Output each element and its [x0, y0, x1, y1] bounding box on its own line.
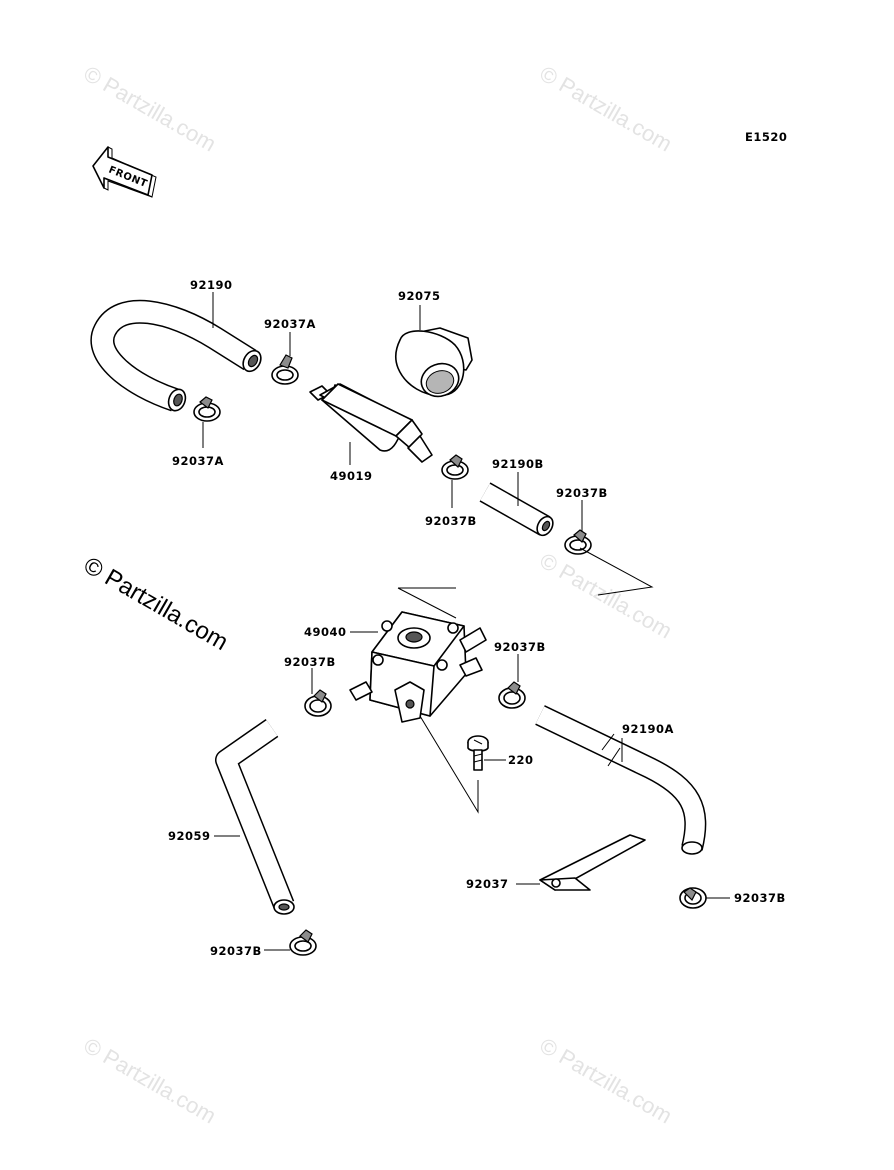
hose-92190-icon: [90, 299, 262, 412]
label-92037b-filter: 92037B: [425, 514, 477, 528]
bracket-92037-icon: [539, 834, 646, 891]
holder-92075-icon: [395, 327, 473, 398]
label-92190: 92190: [190, 278, 233, 292]
label-92190b: 92190B: [492, 457, 544, 471]
label-92037b-hose: 92037B: [556, 486, 608, 500]
clamp-92037b-bottom-right-icon: [679, 887, 707, 909]
watermark-top-right: © Partzilla.com: [536, 61, 677, 157]
diagram-code: E1520: [745, 130, 787, 144]
watermark-main: © Partzilla.com: [79, 552, 233, 656]
label-92037b-bottom-left: 92037B: [210, 944, 262, 958]
hose-92190b-icon: [479, 482, 554, 537]
label-49019: 49019: [330, 469, 373, 483]
hose-92190a-icon: [535, 705, 707, 855]
label-92037b-pump-right: 92037B: [494, 640, 546, 654]
label-92059: 92059: [168, 829, 211, 843]
watermark-group: © Partzilla.com © Partzilla.com © Partzi…: [80, 61, 677, 1129]
clamp-92037a-top-icon: [271, 354, 299, 385]
clamp-92037b-pump-left-icon: [304, 689, 332, 717]
clamp-92037b-pump-right-icon: [498, 681, 526, 709]
fuel-pump-49040-icon: [349, 611, 487, 723]
front-arrow-icon: FRONT: [92, 146, 157, 198]
label-49040: 49040: [304, 625, 347, 639]
watermark-top-left: © Partzilla.com: [80, 61, 221, 157]
label-92037a-top: 92037A: [264, 317, 316, 331]
clamp-92037b-hose-icon: [564, 529, 592, 555]
label-92037a-bottom: 92037A: [172, 454, 224, 468]
label-220: 220: [508, 753, 534, 767]
watermark-bottom-right: © Partzilla.com: [536, 1033, 677, 1129]
hose-92059-icon: [215, 718, 295, 915]
watermark-bottom-left: © Partzilla.com: [80, 1033, 221, 1129]
label-92037: 92037: [466, 877, 509, 891]
screw-220-icon: [467, 735, 489, 771]
fuel-filter-49019-icon: [309, 383, 433, 463]
clamp-92037a-bottom-icon: [193, 396, 221, 422]
label-92075: 92075: [398, 289, 441, 303]
label-92190a: 92190A: [622, 722, 674, 736]
label-92037b-pump-left: 92037B: [284, 655, 336, 669]
clamp-92037b-filter-icon: [441, 454, 469, 480]
label-92037b-bottom-right: 92037B: [734, 891, 786, 905]
clamp-92037b-bottom-left-icon: [289, 929, 317, 956]
